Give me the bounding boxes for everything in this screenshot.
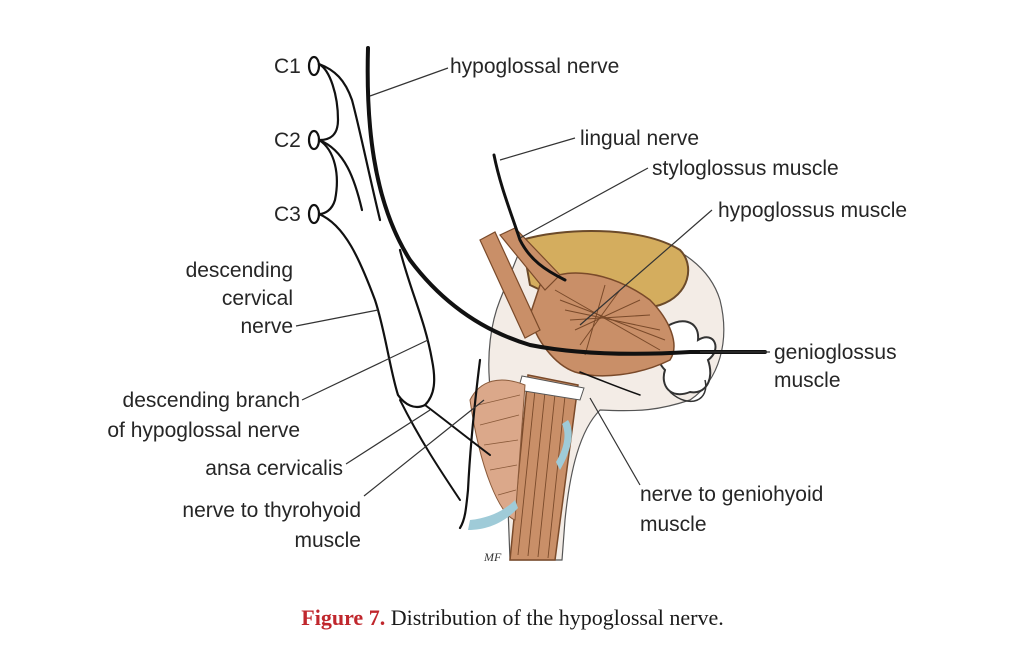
- thyrohyoid-fibers: [477, 394, 521, 496]
- leader-ansa-cervicalis: [345, 409, 431, 465]
- label-c3: C3: [274, 203, 301, 226]
- label-genioglossus-line2: muscle: [774, 369, 841, 392]
- label-descending-cervical-line1: descending: [185, 259, 293, 282]
- caption-figure-number: Figure 7.: [301, 605, 386, 630]
- nerve-to-geniohyoid-path: [579, 371, 641, 396]
- c1-to-trunk: [317, 62, 382, 222]
- c1-down-loop: [317, 62, 340, 142]
- label-c1: C1: [274, 55, 301, 78]
- leader-descending-branch: [301, 339, 429, 401]
- lingual-nerve: [492, 153, 567, 282]
- label-c2: C2: [274, 129, 301, 152]
- label-genioglossus-line1: genioglossus: [774, 341, 897, 364]
- c2-to-c3: [317, 138, 338, 216]
- leader-geniohyoid: [589, 397, 641, 486]
- leader-descending-cervical: [295, 309, 379, 327]
- label-descending-branch-line2: of hypoglossal nerve: [107, 419, 300, 442]
- descending-branch-hypoglossal: [398, 248, 436, 407]
- descending-cervical-nerve: [317, 212, 427, 409]
- label-descending-cervical-line2: cervical: [221, 287, 293, 310]
- vessel-accent-lower: [468, 500, 518, 530]
- mandible-curve: [669, 379, 707, 403]
- leader-thyrohyoid: [363, 399, 485, 497]
- muscle-fiber-lines: [554, 284, 666, 356]
- label-hypoglossal-nerve: hypoglossal nerve: [450, 55, 620, 78]
- label-nerve-geniohyoid-line2: muscle: [640, 513, 707, 536]
- c2-root-loop: [307, 129, 321, 151]
- styloglossus-muscle: [499, 227, 561, 291]
- label-ansa-cervicalis: ansa cervicalis: [205, 457, 343, 480]
- label-descending-cervical-line3: nerve: [240, 315, 293, 338]
- nerve-paths: [317, 46, 767, 530]
- caption-text: Distribution of the hypoglossal nerve.: [385, 605, 724, 630]
- ansa-cervicalis-branch-2: [399, 399, 461, 501]
- label-nerve-geniohyoid-line1: nerve to geniohyoid: [640, 483, 824, 506]
- artist-signature: MF: [484, 550, 502, 564]
- c1-root-loop: [307, 55, 321, 77]
- cervical-roots: [307, 55, 321, 225]
- leader-lingual: [499, 137, 576, 161]
- label-nerve-thyrohyoid-line2: muscle: [294, 529, 361, 552]
- strap-fiber-lines: [517, 389, 566, 559]
- c3-root-loop: [307, 203, 321, 225]
- label-descending-branch-line1: descending branch: [122, 389, 300, 412]
- label-hypoglossus-muscle: hypoglossus muscle: [718, 199, 908, 222]
- nerve-to-thyrohyoid: [458, 358, 482, 530]
- leader-hypoglossal: [369, 67, 449, 97]
- hypoglossal-nerve-trunk: [365, 46, 767, 356]
- label-styloglossus-muscle: styloglossus muscle: [652, 157, 839, 180]
- label-lingual-nerve: lingual nerve: [580, 127, 700, 150]
- thyrohyoid-muscle: [469, 379, 526, 521]
- vessel-accent-upper: [556, 420, 572, 470]
- stylohyoid-strap: [479, 231, 541, 339]
- c2-branch: [317, 138, 364, 212]
- leader-lines: [295, 67, 770, 497]
- leader-hypoglossus: [579, 209, 713, 326]
- ansa-cervicalis-branch-1: [424, 404, 491, 456]
- figure-caption: Figure 7. Distribution of the hypoglossa…: [0, 605, 1025, 631]
- leader-styloglossus: [519, 167, 649, 239]
- label-nerve-thyrohyoid-line1: nerve to thyrohyoid: [182, 499, 361, 522]
